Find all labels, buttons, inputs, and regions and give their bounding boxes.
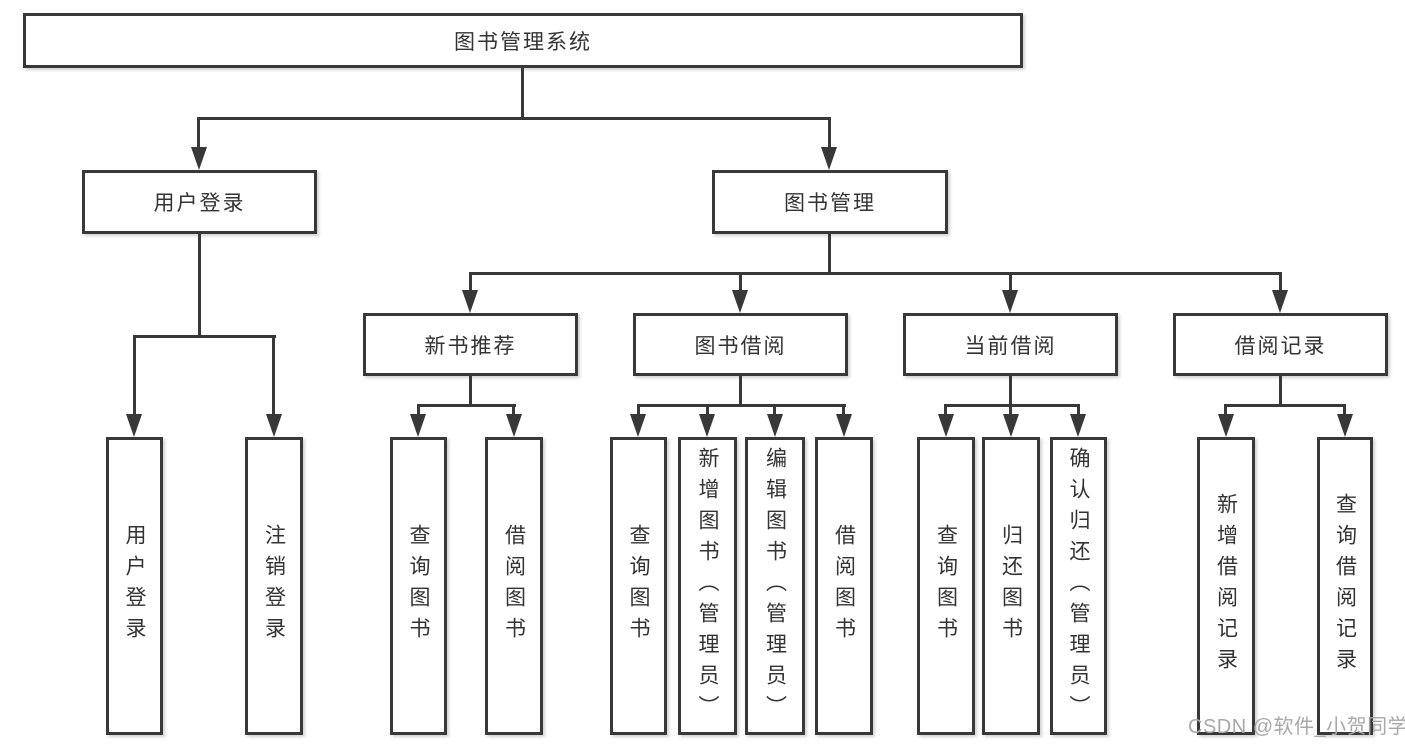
arrow-down-leaf13-icon: [1337, 414, 1353, 437]
connector-current-borrowing-stem: [1009, 376, 1012, 407]
connector-new-book-stem: [469, 376, 472, 407]
arrow-down-leaf9-icon: [938, 414, 954, 437]
connector-user-login-stem: [198, 233, 201, 338]
leaf-query-books-current: 查询图书: [917, 437, 975, 735]
arrow-down-leaf4-icon: [506, 414, 522, 437]
connector-leaf10-drop: [1009, 404, 1012, 416]
connector-user-login-drop: [197, 117, 200, 150]
arrow-down-new-book-icon: [462, 290, 478, 313]
leaf-return-books: 归还图书: [982, 437, 1040, 735]
node-user-login: 用户登录: [82, 170, 317, 234]
leaf-query-books-borrowing-label: 查询图书: [627, 524, 650, 648]
connector-leaf5-drop: [637, 404, 640, 416]
leaf-borrow-books: 借阅图书: [815, 437, 873, 735]
node-book-management: 图书管理: [712, 170, 948, 234]
leaf-logout: 注销登录: [245, 437, 303, 735]
connector-leaf3-drop: [417, 404, 420, 416]
connector-leaf11-drop: [1077, 404, 1080, 416]
connector-borrow-records-drop: [1279, 272, 1282, 292]
arrow-down-leaf10-icon: [1003, 414, 1019, 437]
connector-user-login-rail: [133, 335, 276, 338]
connector-book-borrowing-drop: [739, 272, 742, 292]
connector-level3-rail: [469, 272, 1282, 275]
arrow-down-leaf5-icon: [630, 414, 646, 437]
node-system-root: 图书管理系统: [23, 13, 1023, 68]
leaf-logout-label: 注销登录: [262, 524, 286, 648]
connector-leaf13-drop: [1343, 404, 1346, 416]
leaf-confirm-return-admin-label: 确认归还（管理员）: [1067, 446, 1090, 726]
leaf-borrow-books-recommend-label: 借阅图书: [502, 524, 526, 648]
arrow-down-leaf-user-login-icon: [126, 414, 142, 437]
node-book-borrowing-label: 图书借阅: [694, 334, 787, 358]
connector-current-borrowing-drop: [1009, 272, 1012, 292]
node-borrow-records: 借阅记录: [1173, 313, 1388, 376]
connector-leaf4-drop: [512, 404, 515, 416]
leaf-user-login: 用户登录: [106, 437, 163, 735]
connector-leaf6-drop: [706, 404, 709, 416]
leaf-query-books-recommend: 查询图书: [390, 437, 447, 735]
connector-new-book-rail: [417, 404, 516, 407]
connector-root-stem: [521, 68, 524, 120]
arrow-down-leaf11-icon: [1070, 414, 1086, 437]
arrow-down-user-login-icon: [191, 147, 207, 170]
connector-current-borrowing-rail: [944, 404, 1080, 407]
arrow-down-leaf8-icon: [836, 414, 852, 437]
node-user-login-label: 用户登录: [153, 192, 246, 215]
node-new-book-recommend: 新书推荐: [363, 313, 578, 376]
connector-book-borrowing-stem: [739, 376, 742, 407]
leaf-query-books-borrowing: 查询图书: [610, 437, 667, 735]
node-borrow-records-label: 借阅记录: [1234, 334, 1327, 358]
leaf-query-books-recommend-label: 查询图书: [407, 524, 430, 648]
arrow-down-book-management-icon: [821, 147, 837, 170]
leaf-edit-books-admin: 编辑图书（管理员）: [745, 437, 805, 735]
leaf-query-books-current-label: 查询图书: [934, 524, 958, 648]
connector-leaf-user-login-drop: [133, 335, 136, 418]
connector-book-borrowing-rail: [637, 404, 846, 407]
connector-new-book-drop: [469, 272, 472, 292]
connector-book-management-stem: [828, 233, 831, 275]
node-new-book-recommend-label: 新书推荐: [424, 334, 517, 358]
leaf-add-borrow-record: 新增借阅记录: [1197, 437, 1255, 735]
node-system-root-label: 图书管理系统: [454, 30, 592, 54]
connector-leaf8-drop: [842, 404, 845, 416]
arrow-down-leaf3-icon: [410, 414, 426, 437]
connector-borrow-records-rail: [1224, 404, 1346, 407]
arrow-down-book-borrowing-icon: [732, 290, 748, 313]
connector-book-management-drop: [828, 117, 831, 150]
leaf-query-borrow-record-label: 查询借阅记录: [1333, 493, 1357, 679]
arrow-down-borrow-records-icon: [1272, 290, 1288, 313]
leaf-confirm-return-admin: 确认归还（管理员）: [1050, 437, 1107, 735]
leaf-query-borrow-record: 查询借阅记录: [1317, 437, 1373, 735]
connector-leaf-logout-drop: [272, 335, 275, 418]
leaf-borrow-books-recommend: 借阅图书: [485, 437, 543, 735]
leaf-user-login-label: 用户登录: [123, 524, 146, 648]
node-book-borrowing: 图书借阅: [633, 313, 848, 376]
connector-leaf7-drop: [773, 404, 776, 416]
connector-level2-rail: [197, 117, 831, 120]
connector-leaf12-drop: [1224, 404, 1227, 416]
connector-leaf9-drop: [944, 404, 947, 416]
connector-borrow-records-stem: [1279, 376, 1282, 407]
leaf-add-borrow-record-label: 新增借阅记录: [1214, 493, 1238, 679]
node-book-management-label: 图书管理: [784, 192, 876, 215]
leaf-return-books-label: 归还图书: [999, 524, 1023, 648]
arrow-down-leaf12-icon: [1218, 414, 1234, 437]
leaf-add-books-admin-label: 新增图书（管理员）: [696, 446, 719, 726]
node-current-borrowing-label: 当前借阅: [964, 334, 1057, 358]
arrow-down-leaf-logout-icon: [266, 414, 282, 437]
csdn-watermark: CSDN @软件_小贺同学: [1188, 716, 1405, 738]
arrow-down-leaf6-icon: [699, 414, 715, 437]
node-current-borrowing: 当前借阅: [903, 313, 1118, 376]
leaf-borrow-books-label: 借阅图书: [832, 524, 856, 648]
arrow-down-current-borrowing-icon: [1002, 290, 1018, 313]
leaf-add-books-admin: 新增图书（管理员）: [678, 437, 737, 735]
arrow-down-leaf7-icon: [767, 414, 783, 437]
leaf-edit-books-admin-label: 编辑图书（管理员）: [763, 446, 787, 726]
